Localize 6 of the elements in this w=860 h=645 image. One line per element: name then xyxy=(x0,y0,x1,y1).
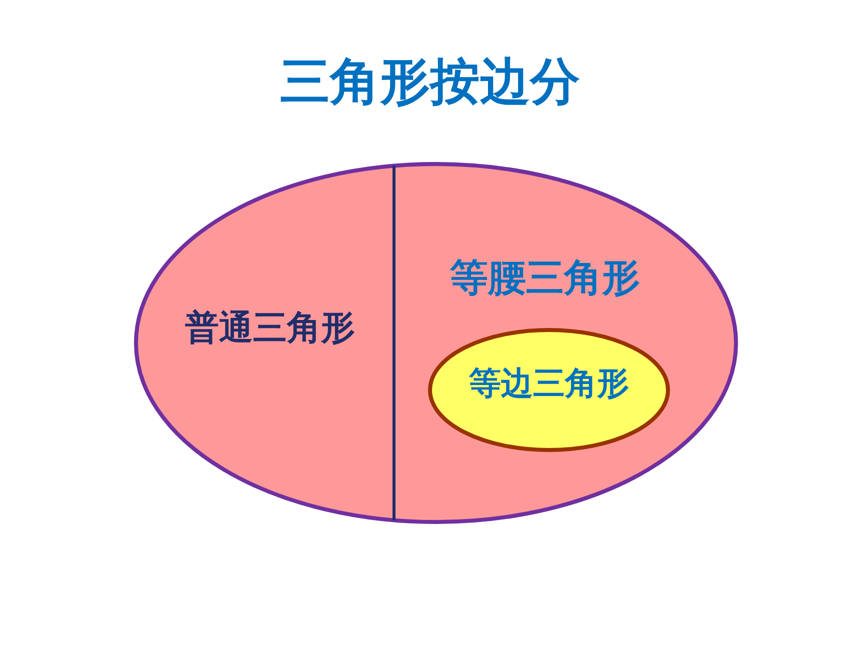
region-label: 普通三角形 xyxy=(185,307,355,350)
outer-ellipse xyxy=(136,164,736,522)
inner-ellipse xyxy=(430,330,668,450)
title: 三角形按边分 xyxy=(280,52,580,112)
ellipse-label: 等边三角形 xyxy=(469,363,629,404)
region-label: 等腰三角形 xyxy=(450,254,640,302)
